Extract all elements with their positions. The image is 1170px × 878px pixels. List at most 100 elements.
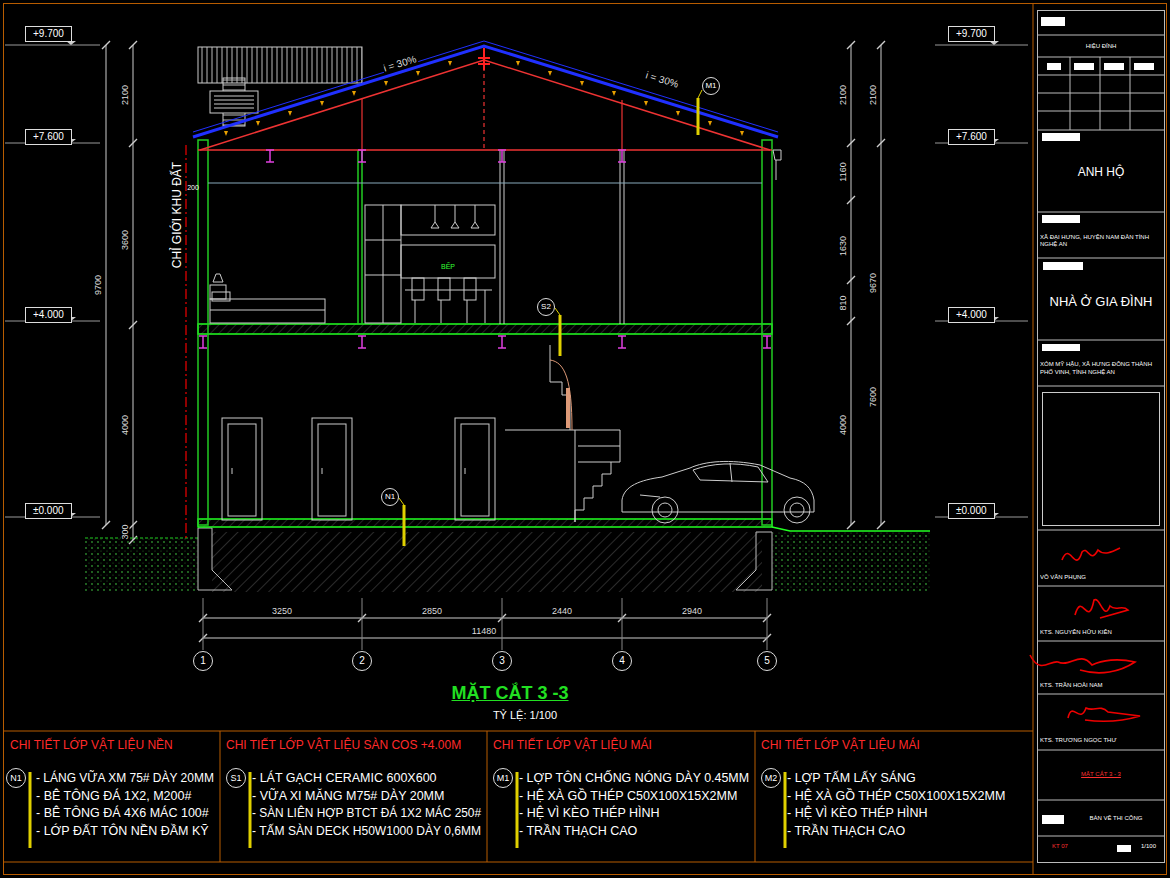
dimension-text: 3250 [272, 607, 292, 616]
node-label: S1 [230, 774, 241, 783]
grid-bubble: 2 [352, 651, 372, 671]
node-label: MẶT CẮT 3 - 3 [1040, 771, 1162, 778]
address-cell: XÃ ĐẠI HƯNG, HUYỆN NAM ĐÀN TỈNH NGHỆ AN [1040, 226, 1162, 256]
node-line: - HỆ VÌ KÈO THÉP HÌNH [787, 806, 928, 820]
material-bubble: M2 [761, 768, 781, 788]
node-line: 1/100 [1141, 843, 1156, 849]
node-label: +4.000 [956, 309, 987, 321]
node-label: KTS. TRƯƠNG NGỌC THƯ [1040, 737, 1162, 744]
dimension-text: 1160 [839, 161, 848, 182]
node-label: BẢN VẼ THI CÔNG [1070, 815, 1162, 822]
level-marker: +9.700 [948, 26, 995, 42]
drawing-title: MẶT CẮT 3 -3 [452, 684, 569, 702]
material-table: CHI TIẾT LỚP VẬT LIỆU MÁI- LỢP TÔN CHỐNG… [487, 733, 755, 861]
node-label: VÕ VĂN PHỤNG [1040, 574, 1162, 581]
dimension-text: 9670 [869, 272, 878, 294]
dimension-text: 810 [839, 294, 848, 311]
node-line: - LÁNG VỮA XM 75# DÀY 20MM [36, 771, 214, 785]
node-label: CHI TIẾT LỚP VẬT LIỆU MÁI [493, 738, 652, 752]
node-label: XÃ ĐẠI HƯNG, HUYỆN NAM ĐÀN TỈNH NGHỆ AN [1040, 234, 1162, 248]
material-table: CHI TIẾT LỚP VẬT LIỆU MÁI- LỢP TẤM LẤY S… [755, 733, 1030, 861]
level-marker: +4.000 [25, 307, 72, 323]
dimension-text: 4000 [121, 414, 130, 436]
material-bubble: N1 [6, 768, 26, 788]
node-line: - HỆ XÀ GỒ THÉP C50X100X15X2MM [787, 789, 1005, 803]
node-label: M2 [765, 774, 778, 783]
callout-bubble: N1 [381, 488, 399, 506]
name-cell: KTS. TRƯƠNG NGỌC THƯ [1040, 735, 1162, 747]
grid-bubble: 4 [612, 651, 632, 671]
level-marker: +4.000 [948, 307, 995, 323]
node-label: N1 [10, 774, 22, 783]
node-label: ±0.000 [33, 505, 64, 517]
node-label: XÓM MỸ HẬU, XÃ HƯNG ĐÔNG THÀNH PHỐ VINH,… [1040, 361, 1162, 375]
node-label: 2 [359, 656, 365, 666]
level-marker: +7.600 [25, 129, 72, 145]
dimension-text: 2100 [121, 84, 130, 106]
title-cell: HIỆU ĐÍNH [1040, 38, 1162, 55]
node-line: - TẤM SÀN DECK H50W1000 DÀY 0,6MM [252, 824, 481, 838]
dimension-text: 4000 [839, 414, 848, 436]
node-label: HIỆU ĐÍNH [1040, 43, 1162, 50]
level-marker: +9.700 [25, 26, 72, 42]
dimension-text: 7600 [869, 386, 878, 408]
node-line: - BÊ TÔNG ĐÁ 1X2, M200# [36, 789, 191, 803]
grid-bubble: 5 [757, 651, 777, 671]
node-label: ±0.000 [956, 505, 987, 517]
node-label: N1 [385, 493, 395, 501]
sheet-number-cell: KT 07 1/100 [1040, 840, 1162, 858]
address-cell: XÓM MỸ HẬU, XÃ HƯNG ĐÔNG THÀNH PHỐ VINH,… [1040, 353, 1162, 384]
node-line: - HỆ XÀ GỒ THÉP C50X100X15X2MM [519, 789, 737, 803]
node-label: KTS. NGUYỄN HỮU KIÊN [1040, 629, 1162, 636]
node-label: M1 [497, 774, 510, 783]
callout-bubble: S2 [537, 298, 555, 316]
material-bubble: M1 [493, 768, 513, 788]
slope-label: i = 30% [643, 70, 680, 90]
node-label: KT 07 [1052, 843, 1068, 849]
node-line: - LỚP ĐẤT TÔN NỀN ĐẦM KỸ [36, 824, 209, 838]
dimension-text: 3600 [121, 229, 130, 251]
room-label: BẾP [441, 263, 455, 270]
node-label: +7.600 [956, 131, 987, 143]
drawing-scale: TỶ LỆ: 1/100 [493, 710, 557, 721]
name-cell: VÕ VĂN PHỤNG [1040, 572, 1162, 584]
node-line: - TRẦN THẠCH CAO [519, 824, 637, 838]
material-bubble: S1 [226, 768, 246, 788]
node-label: KTS. TRẦN HOÀI NAM [1040, 682, 1162, 689]
node-label: 3 [499, 656, 505, 666]
name-cell: KTS. NGUYỄN HỮU KIÊN [1040, 627, 1162, 639]
node-label: +9.700 [956, 28, 987, 40]
dimension-text: 2100 [839, 84, 848, 106]
material-table: CHI TIẾT LỚP VẬT LIỆU SÀN COS +4.00M- LÁ… [220, 733, 487, 861]
node-label: M1 [705, 82, 716, 90]
node-label: ANH HỘ [1040, 165, 1162, 179]
node-line: - LÁT GẠCH CERAMIC 600X600 [252, 771, 437, 785]
node-line: - SÀN LIÊN HỢP BTCT ĐÁ 1X2 MÁC 250# [252, 806, 481, 820]
dimension-text: 2940 [682, 607, 702, 616]
dimension-text: 300 [121, 523, 130, 540]
grid-bubble: 3 [492, 651, 512, 671]
project-cell: NHÀ Ở GIA ĐÌNH [1040, 284, 1162, 320]
callout-bubble: M1 [702, 77, 720, 95]
material-table: CHI TIẾT LỚP VẬT LIỆU NỀN - LÁNG VỮA XM 7… [4, 733, 220, 861]
dimension-text: 200 [187, 184, 199, 191]
node-label: +7.600 [33, 131, 64, 143]
dimension-text: 2100 [869, 84, 878, 106]
dimension-text: 2440 [552, 607, 572, 616]
node-line: - TRẦN THẠCH CAO [787, 824, 905, 838]
dimension-text: 9700 [94, 274, 103, 296]
grid-bubble: 1 [193, 651, 213, 671]
node-label: NHÀ Ở GIA ĐÌNH [1040, 294, 1162, 310]
node-line: - BÊ TÔNG ĐÁ 4X6 MÁC 100# [36, 806, 209, 820]
node-label: 5 [764, 656, 770, 666]
node-line: - VỮA XI MĂNG M75# DÀY 20MM [252, 789, 444, 803]
node-label: CHI TIẾT LỚP VẬT LIỆU NỀN [10, 738, 173, 752]
node-label: S2 [541, 303, 551, 311]
node-line: - HỆ VÌ KÈO THÉP HÌNH [519, 806, 660, 820]
dimension-text: 1630 [839, 235, 848, 257]
name-cell: KTS. TRẦN HOÀI NAM [1040, 680, 1162, 692]
node-label: 1 [200, 656, 206, 666]
level-marker: ±0.000 [948, 503, 995, 519]
node-line: - LỢP TẤM LẤY SÁNG [787, 771, 916, 785]
dimension-text: 2850 [422, 607, 442, 616]
